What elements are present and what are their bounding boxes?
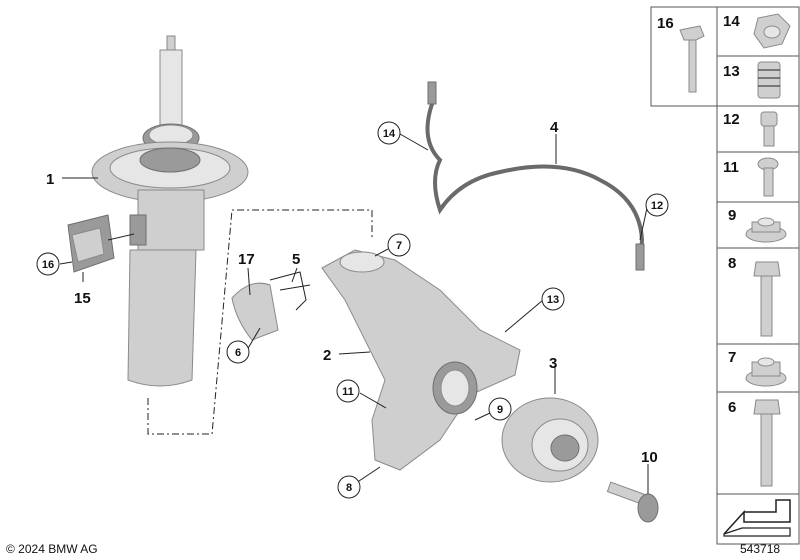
- callout-circle-11: 11: [336, 379, 360, 403]
- callout-13: 13: [547, 294, 559, 306]
- callout-circle-8: 8: [337, 475, 361, 499]
- bracket-17: [231, 282, 279, 341]
- callout-3: 3: [549, 355, 557, 372]
- clip-14-icon: [753, 13, 791, 49]
- hub-bolt: [606, 481, 659, 523]
- callout-circle-9: 9: [488, 397, 512, 421]
- legend-label-16: 16: [657, 15, 674, 32]
- callout-circle-7: 7: [387, 233, 411, 257]
- legend-label-12: 12: [723, 111, 740, 128]
- legend-cell-11: [716, 151, 800, 203]
- association-dashed-line: [147, 209, 373, 435]
- legend-label-13: 13: [723, 63, 740, 80]
- threaded-insert-13-icon: [757, 61, 781, 99]
- legend-label-14: 14: [723, 13, 740, 30]
- callout-7: 7: [396, 240, 402, 252]
- legend-label-6: 6: [728, 399, 736, 416]
- strut-assembly: [91, 35, 249, 387]
- callout-14: 14: [383, 128, 396, 140]
- callout-12: 12: [651, 200, 663, 212]
- callout-labels: 1 2 3 4 5 10 15 17 16 6 7 11 8 9: [36, 119, 669, 499]
- callout-circle-16: 16: [36, 252, 60, 276]
- legend-label-8: 8: [728, 255, 736, 272]
- legend-cell-12: [716, 105, 800, 153]
- nut-7-icon: [745, 357, 787, 387]
- callout-16: 16: [42, 259, 54, 271]
- holder-clip-5: [269, 271, 311, 311]
- legend-label-7: 7: [728, 349, 736, 366]
- flange-nut-9-icon: [745, 217, 787, 243]
- callout-circle-6: 6: [226, 340, 250, 364]
- socket-bolt-12-icon: [760, 111, 778, 147]
- copyright-text: © 2024 BMW AG: [6, 542, 98, 556]
- bolt-16-icon: [679, 25, 705, 93]
- callout-17: 17: [238, 251, 255, 268]
- callout-circle-14: 14: [377, 121, 401, 145]
- callout-circle-13: 13: [541, 287, 565, 311]
- wheel-carrier: [321, 249, 521, 471]
- abs-sensor-cable: [425, 81, 645, 271]
- leader-lines: [59, 133, 649, 494]
- callout-5: 5: [292, 251, 300, 268]
- stabilizer-bracket: [67, 214, 115, 273]
- callout-10: 10: [641, 449, 658, 466]
- callout-2: 2: [323, 347, 331, 364]
- callout-6: 6: [235, 347, 241, 359]
- callout-15: 15: [74, 290, 91, 307]
- direction-arrow-icon: [723, 499, 791, 537]
- callout-circle-12: 12: [645, 193, 669, 217]
- callout-1: 1: [46, 171, 54, 188]
- diagram-number: 543718: [740, 542, 780, 556]
- parts-legend: 16 14 13 12 11 9 8 7 6: [650, 6, 800, 545]
- hex-bolt-8-icon: [753, 261, 781, 337]
- legend-label-11: 11: [723, 159, 739, 176]
- torx-bolt-11-icon: [757, 157, 779, 197]
- legend-cell-16: [650, 6, 718, 107]
- legend-label-9: 9: [728, 207, 736, 224]
- callout-4: 4: [550, 119, 559, 136]
- wheel-hub: [501, 397, 599, 483]
- callout-9: 9: [497, 404, 503, 416]
- callout-11: 11: [342, 386, 354, 398]
- hex-bolt-6-icon: [753, 399, 781, 487]
- callout-8: 8: [346, 482, 352, 494]
